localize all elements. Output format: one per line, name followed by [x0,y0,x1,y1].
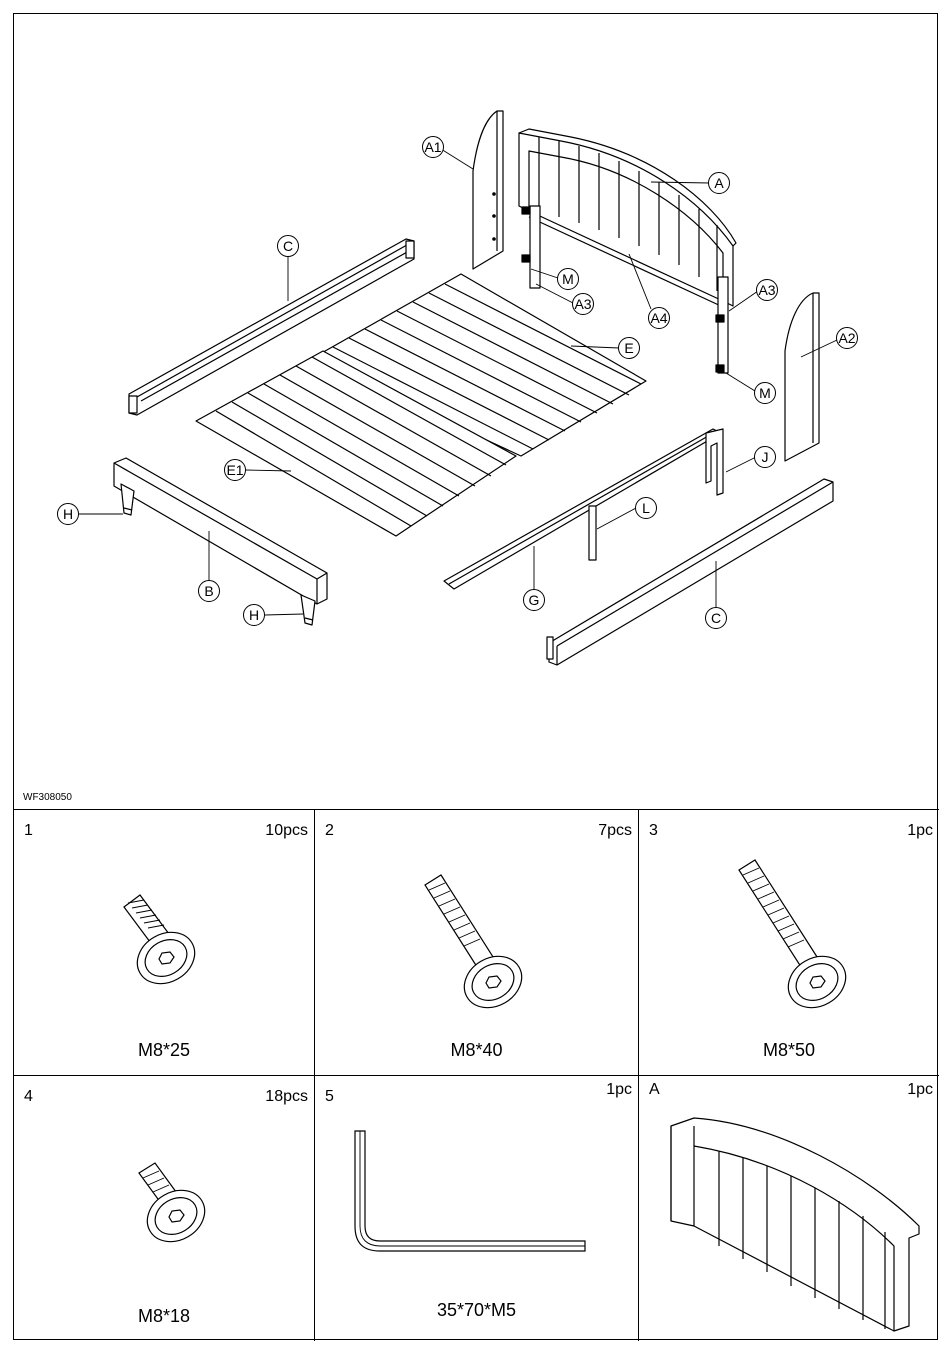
footboard-b [114,458,327,625]
label-a3-left: A3 [574,296,591,312]
bolt-medium-icon [315,810,639,1076]
assembly-sheet: A1 A C M A3 A4 A3 E A2 M E1 H J L B G H … [13,13,938,1340]
side-post-a2 [785,293,819,461]
label-l: L [642,500,650,516]
hardware-spec: M8*40 [315,1040,638,1061]
hardware-spec: 35*70*M5 [315,1300,638,1321]
label-j: J [762,449,769,465]
label-a: A [714,175,724,191]
hardware-cell-3: 3 1pc M8*50 [638,809,939,1075]
label-a2: A2 [838,330,855,346]
hardware-cell-a: A 1pc [638,1075,939,1341]
bolt-stub-icon [14,1076,314,1342]
model-code: WF308050 [23,792,72,803]
label-c-bottom: C [711,610,721,626]
headboard-panel-icon [639,1076,940,1342]
bolt-short-icon [14,810,314,1076]
side-post-a1 [473,111,503,269]
label-g: G [529,592,540,608]
label-a4: A4 [650,310,667,326]
hardware-cell-1: 1 10pcs M8*25 [14,809,314,1075]
label-h-right: H [249,607,259,623]
hardware-spec: M8*25 [14,1040,314,1061]
label-e: E [624,340,633,356]
hardware-spec: M8*50 [639,1040,939,1061]
label-a1: A1 [424,139,441,155]
label-a3-right: A3 [758,282,775,298]
hardware-cell-4: 4 18pcs M8*18 [14,1075,314,1341]
label-m-left: M [562,271,574,287]
label-e1: E1 [226,462,243,478]
label-b: B [204,583,213,599]
exploded-bed-diagram: A1 A C M A3 A4 A3 E A2 M E1 H J L B G H … [14,14,939,809]
bolt-long-icon [639,810,940,1076]
hardware-spec: M8*18 [14,1306,314,1327]
label-h-left: H [63,506,73,522]
hardware-cell-5: 5 1pc 35*70*M5 [314,1075,638,1341]
hardware-cell-2: 2 7pcs M8*40 [314,809,638,1075]
label-c-top: C [283,238,293,254]
label-m-right: M [759,385,771,401]
